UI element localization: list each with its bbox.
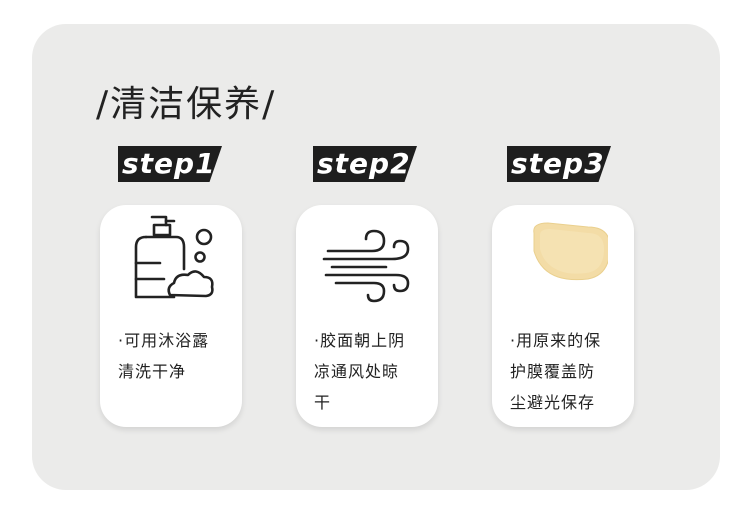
step-3-text: ·用原来的保 护膜覆盖防 尘避光保存 — [510, 331, 602, 412]
soap-bottle-bubbles-icon — [134, 215, 214, 299]
gel-pad-icon — [533, 222, 608, 281]
step-1-label: step1 — [122, 147, 216, 180]
step-2-label: step2 — [317, 147, 411, 180]
step-2-card: ·胶面朝上阴 凉通风处晾 干 — [296, 205, 438, 427]
step-3-label: step3 — [511, 147, 605, 180]
step-1-tag: step1 — [118, 146, 222, 182]
step-1-card: ·可用沐浴露 清洗干净 — [100, 205, 242, 427]
step-2-text: ·胶面朝上阴 凉通风处晾 干 — [314, 331, 406, 412]
step-3-tag: step3 — [507, 146, 611, 182]
section-title: /清洁保养/ — [96, 84, 277, 125]
wind-icon — [322, 229, 410, 303]
step-3-card: ·用原来的保 护膜覆盖防 尘避光保存 — [492, 205, 634, 427]
step-2-tag: step2 — [313, 146, 417, 182]
step-1-text: ·可用沐浴露 清洗干净 — [118, 331, 210, 381]
